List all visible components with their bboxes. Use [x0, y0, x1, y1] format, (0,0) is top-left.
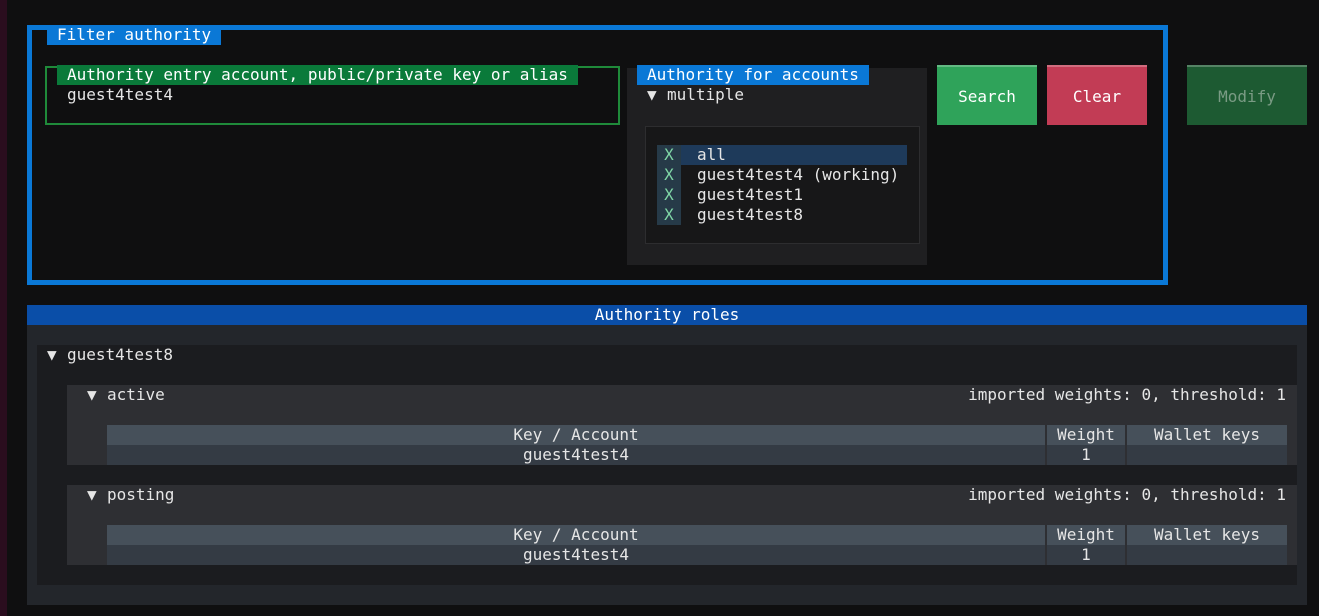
- table-cell-weight: 1: [1047, 445, 1125, 465]
- remove-x-icon[interactable]: X: [657, 205, 681, 225]
- account-name: guest4test8: [67, 345, 173, 364]
- remove-x-icon[interactable]: X: [657, 165, 681, 185]
- account-item-label: guest4test4 (working): [697, 165, 900, 184]
- search-button[interactable]: Search: [937, 65, 1037, 125]
- triangle-down-icon: ▼: [87, 385, 97, 404]
- clear-button[interactable]: Clear: [1047, 65, 1147, 125]
- triangle-down-icon: ▼: [87, 485, 97, 504]
- accounts-mode-label: multiple: [667, 85, 745, 104]
- table-cell-key: guest4test4: [107, 445, 1045, 465]
- authority-roles-title: Authority roles: [27, 305, 1307, 325]
- triangle-down-icon: ▼: [647, 85, 657, 104]
- account-item-label: guest4test8: [697, 205, 803, 224]
- role-name: posting: [107, 485, 175, 504]
- column-header-key: Key / Account: [107, 425, 1045, 445]
- filter-authority-panel: [27, 25, 1168, 285]
- authority-entry-label: Authority entry account, public/private …: [57, 65, 578, 85]
- accounts-mode-toggle[interactable]: ▼ multiple: [647, 85, 744, 105]
- authority-accounts-label: Authority for accounts: [637, 65, 869, 85]
- filter-authority-title: Filter authority: [47, 25, 222, 45]
- table-cell-wallet-keys: [1127, 445, 1287, 465]
- role-tree-node-active[interactable]: ▼ active: [87, 385, 165, 405]
- role-name: active: [107, 385, 165, 404]
- column-header-weight: Weight: [1047, 525, 1125, 545]
- role-weights-info: imported weights: 0, threshold: 1: [968, 485, 1286, 504]
- modify-button[interactable]: Modify: [1187, 65, 1307, 125]
- column-header-wallet-keys: Wallet keys: [1127, 425, 1287, 445]
- window-edge: [0, 0, 7, 616]
- account-item-label: all: [697, 145, 726, 164]
- table-cell-weight: 1: [1047, 545, 1125, 565]
- remove-x-icon[interactable]: X: [657, 145, 681, 165]
- role-weights-info: imported weights: 0, threshold: 1: [968, 385, 1286, 404]
- column-header-key: Key / Account: [107, 525, 1045, 545]
- table-cell-key: guest4test4: [107, 545, 1045, 565]
- table-cell-wallet-keys: [1127, 545, 1287, 565]
- role-tree-node-posting[interactable]: ▼ posting: [87, 485, 174, 505]
- column-header-wallet-keys: Wallet keys: [1127, 525, 1287, 545]
- account-item-label: guest4test1: [697, 185, 803, 204]
- column-header-weight: Weight: [1047, 425, 1125, 445]
- account-tree-node[interactable]: ▼ guest4test8: [47, 345, 173, 365]
- triangle-down-icon: ▼: [47, 345, 57, 364]
- authority-entry-value[interactable]: guest4test4: [67, 85, 173, 104]
- remove-x-icon[interactable]: X: [657, 185, 681, 205]
